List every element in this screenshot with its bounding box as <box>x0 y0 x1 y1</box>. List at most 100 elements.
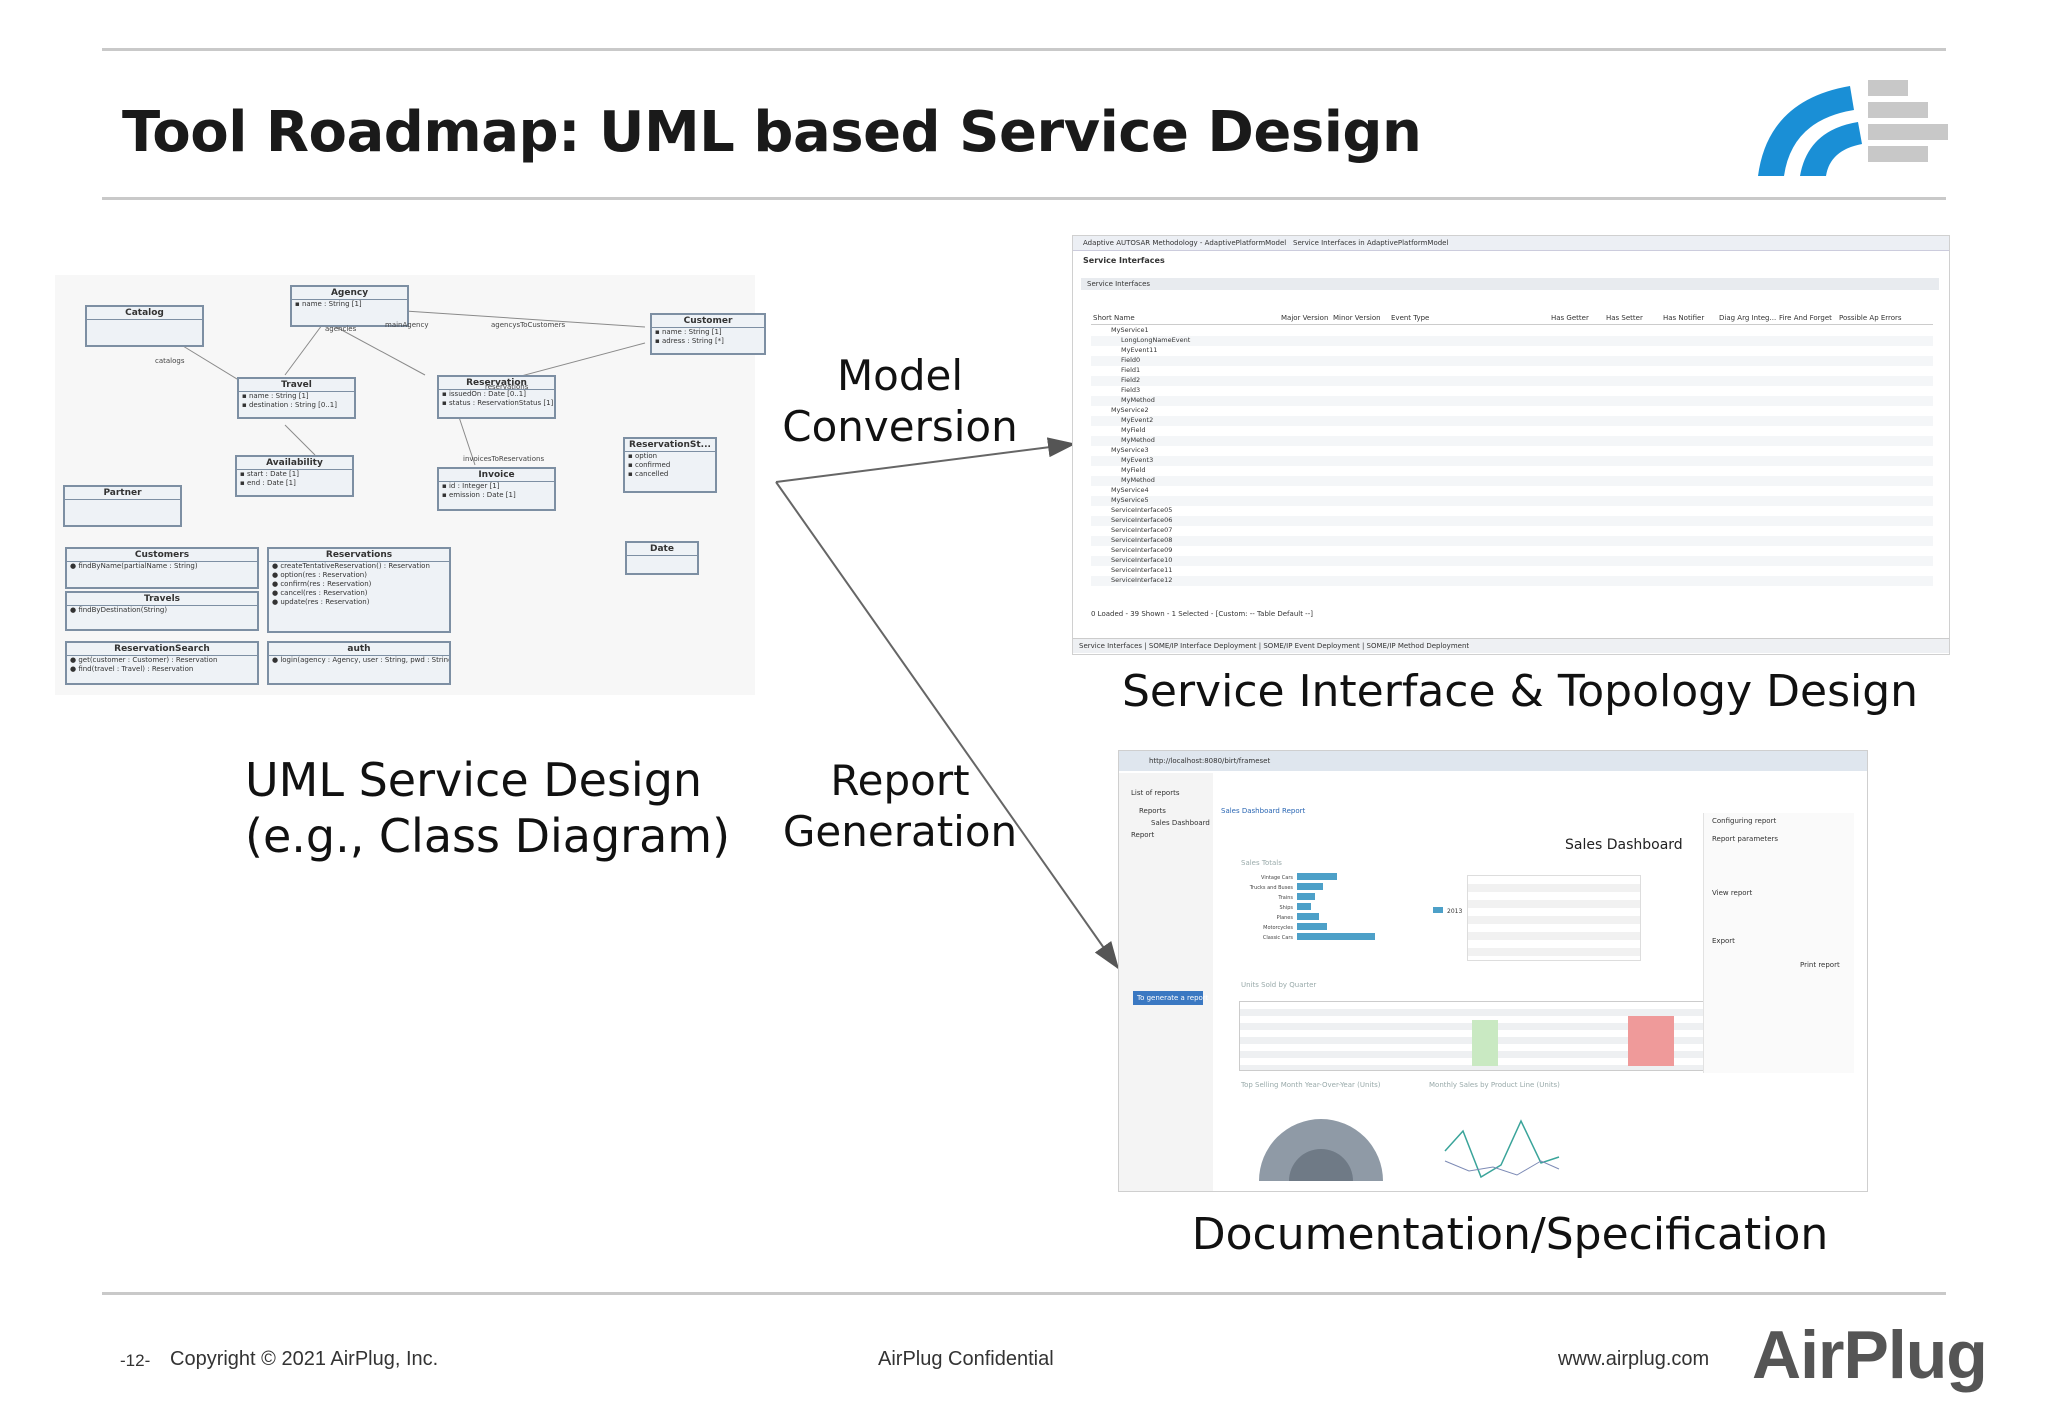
table-row[interactable]: MyEvent11 <box>1121 346 1158 354</box>
table-row[interactable]: LongLongNameEvent <box>1121 336 1191 344</box>
units-sold-table <box>1239 1001 1711 1071</box>
sidebar-sales-dashboard[interactable]: Sales Dashboard <box>1151 819 1210 827</box>
table-row[interactable]: MyMethod <box>1121 436 1155 444</box>
browser-url[interactable]: http://localhost:8080/birt/frameset <box>1149 757 1271 765</box>
table-row[interactable]: Field0 <box>1121 356 1141 364</box>
service-tab-interfaces[interactable]: Service Interfaces in AdaptivePlatformMo… <box>1293 239 1449 247</box>
col-diag-arg[interactable]: Diag Arg Integ... <box>1719 314 1777 322</box>
col-has-setter[interactable]: Has Setter <box>1606 314 1643 322</box>
service-table-body: MyService1 LongLongNameEvent MyEvent11 F… <box>1091 326 1933 586</box>
uml-interface-travels: Travels● findByDestination(String) <box>65 591 259 631</box>
product-line-table <box>1467 875 1641 961</box>
table-row[interactable]: Field3 <box>1121 386 1141 394</box>
report-config-panel: Configuring report Report parameters Vie… <box>1703 813 1854 1073</box>
service-caption: Service Interface & Topology Design <box>1121 666 1919 717</box>
uml-class-travel: Travel▪ name : String [1]▪ destination :… <box>237 377 356 419</box>
table-row[interactable]: MyEvent3 <box>1121 456 1154 464</box>
website-link[interactable]: www.airplug.com <box>1558 1348 1710 1370</box>
table-row[interactable]: MyMethod <box>1121 476 1155 484</box>
service-table-header: Short Name Major Version Minor Version E… <box>1091 312 1933 325</box>
report-heading: Sales Dashboard <box>1565 837 1683 853</box>
doc-caption: Documentation/Specification <box>1191 1209 1829 1260</box>
col-major-version[interactable]: Major Version <box>1281 314 1329 322</box>
uml-class-reservation-status: ReservationSt...▪ option▪ confirmed▪ can… <box>623 437 717 493</box>
page-number: -12- <box>120 1351 151 1370</box>
sidebar-list-of-reports[interactable]: List of reports <box>1131 789 1180 797</box>
table-row[interactable]: ServiceInterface06 <box>1111 516 1173 524</box>
service-bottom-tabs[interactable]: Service Interfaces | SOME/IP Interface D… <box>1073 638 1949 653</box>
uml-class-invoice: Invoice▪ id : Integer [1]▪ emission : Da… <box>437 467 556 511</box>
report-bottom-charts <box>1259 1119 1560 1181</box>
uml-class-partner: Partner <box>63 485 182 527</box>
table-row[interactable]: ServiceInterface09 <box>1111 546 1173 554</box>
col-fire-and-forget[interactable]: Fire And Forget <box>1779 314 1832 322</box>
table-row[interactable]: ServiceInterface12 <box>1111 576 1173 584</box>
generate-report-button[interactable]: To generate a report <box>1133 991 1208 1005</box>
table-row[interactable]: Field1 <box>1121 366 1141 374</box>
report-section-monthly-sales: Monthly Sales by Product Line (Units) <box>1429 1081 1560 1089</box>
uml-class-diagram: Catalog Agency▪ name : String [1] Custom… <box>55 275 766 695</box>
title-rule <box>102 197 1946 200</box>
uml-interface-customers: Customers● findByName(partialName : Stri… <box>65 547 259 589</box>
uml-class-agency: Agency▪ name : String [1] <box>290 285 409 327</box>
top-rule <box>102 48 1946 51</box>
confidential-text: AirPlug Confidential <box>878 1348 1054 1370</box>
report-section-units-sold: Units Sold by Quarter <box>1241 981 1317 989</box>
uml-class-date: Date <box>625 541 699 575</box>
model-conversion-line-1: Model <box>836 351 964 400</box>
config-view-report[interactable]: View report <box>1712 889 1753 897</box>
table-row[interactable]: ServiceInterface10 <box>1111 556 1173 564</box>
config-export[interactable]: Export <box>1712 937 1735 945</box>
table-row[interactable]: MyService4 <box>1111 486 1149 494</box>
uml-caption-line-1: UML Service Design <box>245 753 703 807</box>
uml-class-reservation: Reservation▪ issuedOn : Date [0..1]▪ sta… <box>437 375 556 419</box>
col-minor-version[interactable]: Minor Version <box>1333 314 1381 322</box>
col-has-notifier[interactable]: Has Notifier <box>1663 314 1705 322</box>
svg-text:Planes: Planes <box>1277 915 1294 921</box>
table-row[interactable]: ServiceInterface08 <box>1111 536 1173 544</box>
table-row[interactable]: MyField <box>1121 426 1146 434</box>
sidebar-report[interactable]: Report <box>1131 831 1155 839</box>
service-tab-methodology[interactable]: Adaptive AUTOSAR Methodology - AdaptiveP… <box>1083 239 1287 247</box>
svg-text:Trucks and Buses: Trucks and Buses <box>1249 885 1294 891</box>
browser-address-bar: http://localhost:8080/birt/frameset <box>1119 751 1867 771</box>
config-title: Configuring report <box>1712 817 1777 825</box>
table-row[interactable]: MyService3 <box>1111 446 1149 454</box>
table-row[interactable]: ServiceInterface11 <box>1111 566 1173 574</box>
service-interface-screenshot: Adaptive AUTOSAR Methodology - AdaptiveP… <box>1072 235 1950 655</box>
config-parameters[interactable]: Report parameters <box>1712 835 1779 843</box>
page-title: Tool Roadmap: UML based Service Design <box>122 100 1422 165</box>
copyright-text: Copyright © 2021 AirPlug, Inc. <box>170 1348 439 1370</box>
uml-caption: UML Service Design (e.g., Class Diagram) <box>245 752 731 864</box>
table-row[interactable]: MyService5 <box>1111 496 1149 504</box>
table-row[interactable]: MyEvent2 <box>1121 416 1154 424</box>
col-has-getter[interactable]: Has Getter <box>1551 314 1589 322</box>
service-panel-title: Service Interfaces <box>1083 256 1165 265</box>
footer-rule <box>102 1292 1946 1295</box>
table-row[interactable]: ServiceInterface07 <box>1111 526 1173 534</box>
table-row[interactable]: MyField <box>1121 466 1146 474</box>
table-row[interactable]: ServiceInterface05 <box>1111 506 1173 514</box>
col-possible-errors[interactable]: Possible Ap Errors <box>1839 314 1902 322</box>
sidebar-reports[interactable]: Reports <box>1139 807 1166 815</box>
sales-chart-legend: 2013 <box>1447 908 1462 915</box>
service-section-bar: Service Interfaces <box>1081 278 1939 290</box>
report-generation-line-2: Generation <box>782 807 1018 857</box>
service-section-title: Service Interfaces <box>1087 280 1151 288</box>
col-short-name[interactable]: Short Name <box>1093 314 1135 322</box>
service-status-line: 0 Loaded - 39 Shown - 1 Selected - [Cust… <box>1091 610 1313 618</box>
svg-text:Ships: Ships <box>1279 905 1293 911</box>
config-print-report[interactable]: Print report <box>1800 961 1840 969</box>
table-row[interactable]: MyService1 <box>1111 326 1149 334</box>
report-tab[interactable]: Sales Dashboard Report <box>1221 807 1306 815</box>
service-bottom-tab-labels[interactable]: Service Interfaces | SOME/IP Interface D… <box>1079 642 1470 650</box>
table-row[interactable]: MyMethod <box>1121 396 1155 404</box>
uml-interface-reservation-search: ReservationSearch● get(customer : Custom… <box>65 641 259 685</box>
uml-caption-line-2: (e.g., Class Diagram) <box>245 809 731 864</box>
table-row[interactable]: Field2 <box>1121 376 1141 384</box>
report-generation-label: Report Generation <box>780 755 1020 857</box>
col-event-type[interactable]: Event Type <box>1391 314 1430 322</box>
table-row[interactable]: MyService2 <box>1111 406 1149 414</box>
report-section-top-selling: Top Selling Month Year-Over-Year (Units) <box>1241 1081 1381 1089</box>
